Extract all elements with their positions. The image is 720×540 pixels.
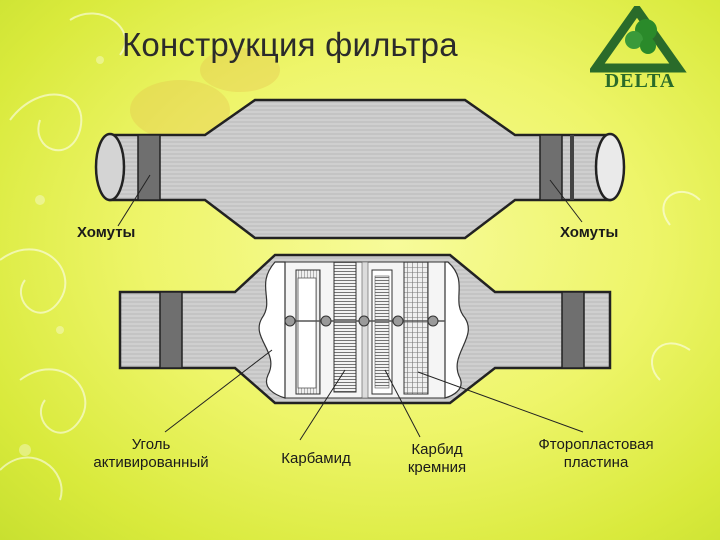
clamp-section-right — [561, 291, 585, 369]
page-title: Конструкция фильтра — [122, 26, 458, 63]
label-clamps-left: Хомуты — [77, 224, 136, 241]
filter-outer-view — [94, 98, 626, 240]
label-activated-carbon-line1: Уголь — [131, 436, 171, 453]
clamp-right — [539, 134, 563, 201]
label-silicon-carbide: Карбид кремния — [392, 441, 482, 477]
label-silicon-carbide-line2: кремния — [407, 459, 467, 476]
label-activated-carbon: Уголь активированный — [66, 436, 236, 472]
label-silicon-carbide-line1: Карбид — [411, 441, 463, 458]
logo-text: DELTA — [604, 70, 676, 92]
clamp-left — [137, 134, 161, 201]
label-ptfe-plate-line1: Фторопластовая — [538, 436, 654, 453]
filter-cross-section — [118, 253, 612, 441]
delta-logo-icon — [590, 6, 687, 73]
label-clamps-right: Хомуты — [560, 224, 619, 241]
label-ptfe-plate-line2: пластина — [563, 454, 629, 471]
carbamide-layer — [333, 261, 357, 393]
ptfe-plate-layer — [403, 261, 429, 395]
label-carbamide: Карбамид — [281, 450, 351, 467]
label-ptfe-plate: Фторопластовая пластина — [516, 436, 676, 472]
label-activated-carbon-line2: активированный — [93, 454, 209, 471]
clamp-section-left — [159, 291, 183, 369]
